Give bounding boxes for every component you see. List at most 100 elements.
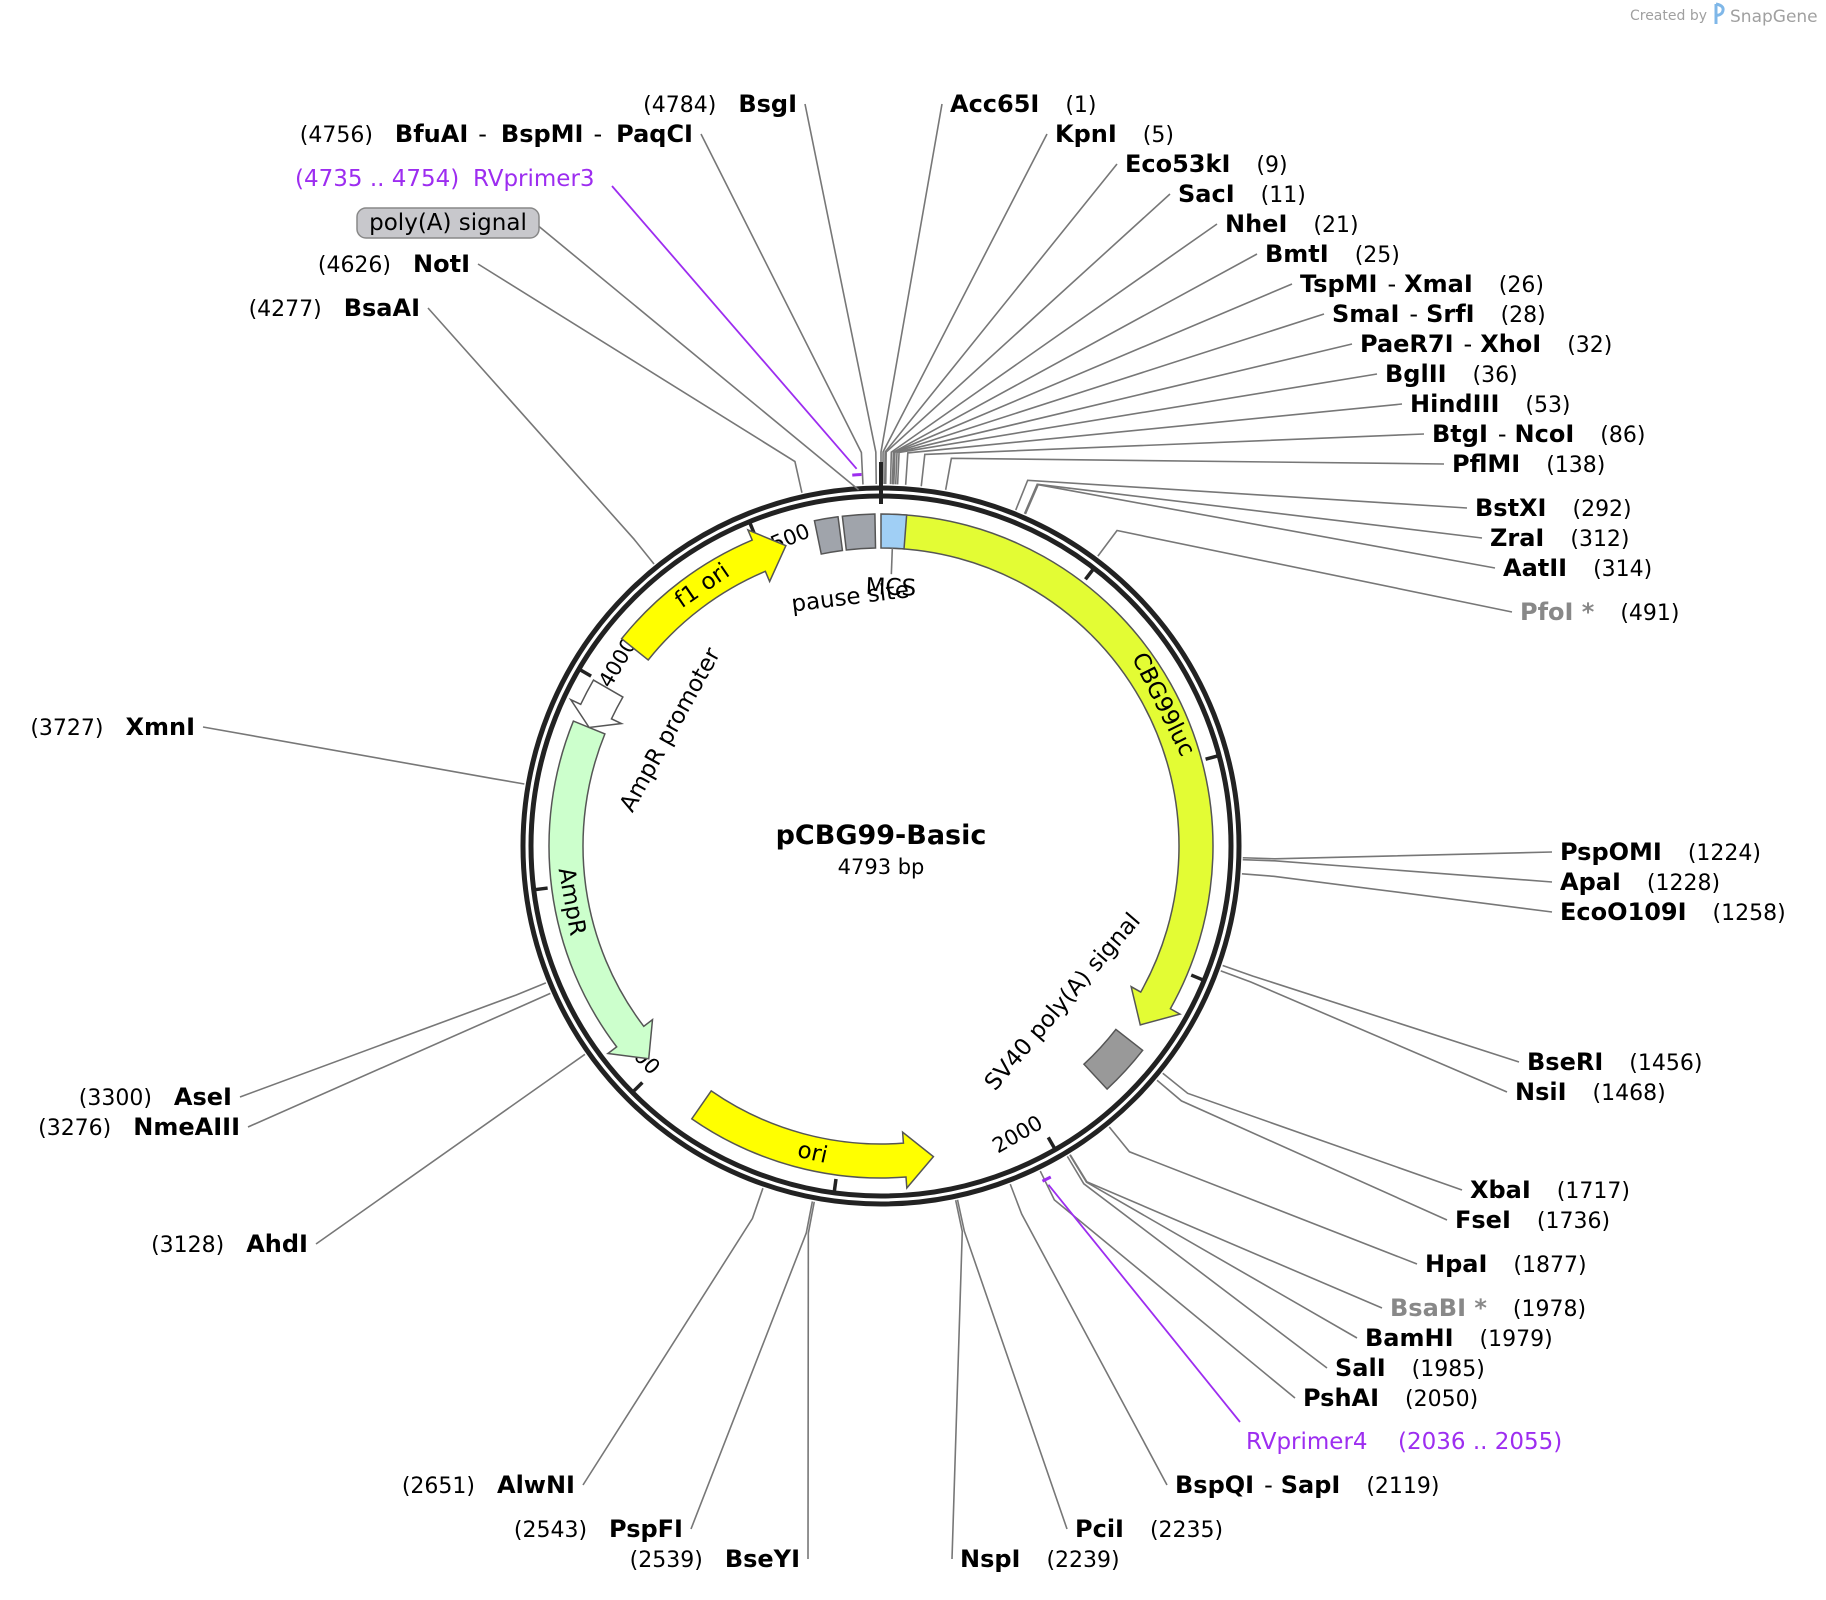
site-bsgi[interactable]: BsgI (4784) (643, 90, 797, 118)
site-nsii[interactable]: NsiI(1468) (1515, 1078, 1666, 1106)
feature-ampr-shape (548, 720, 654, 1060)
site-noti-name-0: NotI (413, 250, 470, 278)
site-smai-srfi[interactable]: SmaI-SrfI(28) (1332, 300, 1546, 328)
site-bstxi-pos: (292) (1572, 497, 1631, 522)
site-ahdi[interactable]: AhdI(3128) (151, 1230, 308, 1258)
primer-rvprimer4[interactable]: RVprimer4(2036 .. 2055) (1041, 1175, 1562, 1455)
site-bsaai-name-0: BsaAI (344, 294, 420, 322)
site-eco53ki[interactable]: Eco53kI(9) (1125, 150, 1288, 178)
site-kpni-name-0: KpnI (1055, 120, 1117, 148)
site-nmeaiii[interactable]: NmeAIII(3276) (38, 1113, 240, 1141)
site-bsgi-name-0: BsgI (738, 90, 797, 118)
site-aatii[interactable]: AatII(314) (1503, 554, 1652, 582)
site-bmti-name-0: BmtI (1265, 240, 1329, 268)
site-bseyi-name-0: BseYI (725, 1545, 800, 1573)
site-alwni-name-0: AlwNI (497, 1471, 575, 1499)
site-alwni-leader (582, 1187, 764, 1486)
site-acc65i[interactable]: Acc65I (1) (950, 90, 1097, 118)
site-labels: Acc65I (1)KpnI(5)Eco53kI(9)SacI(11)NheI(2… (30, 90, 1785, 1573)
site-fsei[interactable]: FseI(1736) (1455, 1206, 1610, 1234)
site-bmti[interactable]: BmtI (25) (1265, 240, 1400, 268)
site-xbai-leader (1162, 1072, 1463, 1191)
site-alwni[interactable]: AlwNI(2651) (402, 1471, 575, 1499)
site-saci[interactable]: SacI(11) (1178, 180, 1306, 208)
leader-lines (202, 103, 1553, 1560)
site-tspmi-xmai[interactable]: TspMI-XmaI(26) (1300, 270, 1544, 298)
site-bfuai-bspmi-paqci[interactable]: PaqCI-BspMI-BfuAI(4756) (300, 120, 693, 148)
site-bsabi[interactable]: BsaBI *(1978) (1390, 1294, 1586, 1322)
feature-ampr-promoter-label: AmpR promoter (615, 643, 726, 816)
site-noti[interactable]: NotI (4626) (318, 250, 470, 278)
site-bseyi[interactable]: BseYI(2539) (630, 1545, 800, 1573)
feature-ori-shape (690, 1089, 935, 1190)
site-asei[interactable]: AseI(3300) (79, 1083, 232, 1111)
site-bsgi-pos: (4784) (643, 93, 716, 118)
site-zrai[interactable]: ZraI(312) (1490, 524, 1630, 552)
feature-sv40-poly-a-signal-shape (1082, 1028, 1144, 1091)
site-zrai-pos: (312) (1570, 527, 1629, 552)
site-pspfi[interactable]: PspFI(2543) (514, 1515, 683, 1543)
site-btgi-ncoi[interactable]: BtgI-NcoI(86) (1432, 420, 1645, 448)
site-bspqi-sapi-name-1: SapI (1281, 1471, 1341, 1499)
site-pcii-leader (956, 1199, 1068, 1530)
site-bsgi-leader (804, 103, 878, 485)
site-pspfi-leader (690, 1201, 814, 1530)
site-nspi[interactable]: NspI(2239) (960, 1545, 1120, 1573)
site-asei-name-0: AseI (174, 1083, 232, 1111)
site-noti-pos: (4626) (318, 253, 391, 278)
site-bfuai-bspmi-paqci-leader (700, 133, 864, 485)
site-apai[interactable]: ApaI(1228) (1560, 868, 1720, 896)
site-bglii[interactable]: BglII(36) (1385, 360, 1518, 388)
site-hindiii-pos: (53) (1525, 393, 1570, 418)
feature-poly-a-signal-label: poly(A) signal (369, 210, 527, 236)
site-bseyi-leader (807, 1201, 816, 1560)
site-pshai[interactable]: PshAI(2050) (1303, 1384, 1478, 1412)
site-pcii-pos: (2235) (1150, 1518, 1223, 1543)
site-nmeaiii-name-0: NmeAIII (133, 1113, 240, 1141)
site-hindiii[interactable]: HindIII (53) (1410, 390, 1571, 418)
site-bamhi[interactable]: BamHI(1979) (1365, 1324, 1553, 1352)
site-nsii-name-0: NsiI (1515, 1078, 1567, 1106)
site-acc65i-pos: (1) (1065, 93, 1096, 118)
site-pcii[interactable]: PciI(2235) (1075, 1515, 1223, 1543)
site-nhei-pos: (21) (1313, 213, 1358, 238)
site-nmeaiii-leader (247, 992, 551, 1128)
site-sali[interactable]: SalI(1985) (1335, 1354, 1485, 1382)
primer-rvprimer3[interactable]: (4735 .. 4754)RVprimer3 (295, 166, 862, 477)
site-bseri[interactable]: BseRI(1456) (1527, 1048, 1702, 1076)
site-ecoo109i[interactable]: EcoO109I (1258) (1560, 898, 1786, 926)
site-pspomi[interactable]: PspOMI(1224) (1560, 838, 1761, 866)
site-ecoo109i-name-0: EcoO109I (1560, 898, 1687, 926)
site-bsaai[interactable]: BsaAI(4277) (249, 294, 420, 322)
site-bstxi[interactable]: BstXI(292) (1475, 494, 1632, 522)
site-bspqi-sapi[interactable]: BspQI-SapI(2119) (1175, 1471, 1439, 1499)
site-aatii-pos: (314) (1593, 557, 1652, 582)
feature-cbg99luc-shape (891, 513, 1214, 1026)
site-pspfi-name-0: PspFI (609, 1515, 683, 1543)
site-hpai-name-0: HpaI (1425, 1250, 1487, 1278)
site-apai-leader (1242, 858, 1553, 883)
site-paer7i-xhoi[interactable]: PaeR7I-XhoI(32) (1360, 330, 1612, 358)
site-pflmi[interactable]: PflMI(138) (1452, 450, 1605, 478)
center-label: pCBG99-Basic 4793 bp (776, 820, 987, 879)
site-eco53ki-pos: (9) (1256, 153, 1287, 178)
site-nhei[interactable]: NheI(21) (1225, 210, 1359, 238)
site-bmti-pos: (25) (1355, 243, 1400, 268)
site-kpni[interactable]: KpnI(5) (1055, 120, 1174, 148)
site-tspmi-xmai-pos: (26) (1499, 273, 1544, 298)
site-hindiii-name-0: HindIII (1410, 390, 1499, 418)
primer-rvprimer3-arc (852, 473, 862, 477)
feature-mcs-label: MCS (865, 574, 916, 602)
site-ecoo109i-pos: (1258) (1713, 901, 1786, 926)
site-bglii-name-0: BglII (1385, 360, 1447, 388)
site-paer7i-xhoi-name-1: XhoI (1480, 330, 1541, 358)
site-xbai[interactable]: XbaI(1717) (1470, 1176, 1630, 1204)
site-xmni[interactable]: XmnI(3727) (30, 713, 195, 741)
tick-3500 (533, 886, 548, 892)
site-pfoi[interactable]: PfoI *(491) (1520, 598, 1680, 626)
site-hpai[interactable]: HpaI(1877) (1425, 1250, 1587, 1278)
site-acc65i-name-0: Acc65I (950, 90, 1039, 118)
